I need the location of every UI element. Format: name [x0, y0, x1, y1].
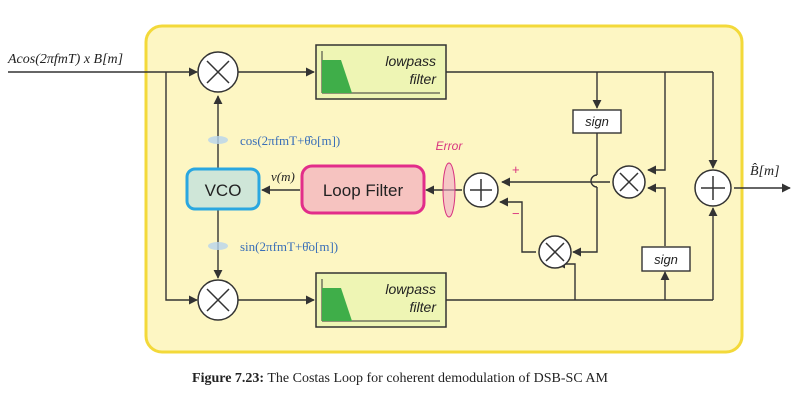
- lowpass-response-icon: [322, 288, 352, 321]
- figure-caption: Figure 7.23: The Costas Loop for coheren…: [192, 371, 609, 386]
- input-label: Acos(2πfmT) x B[m]: [7, 52, 123, 67]
- multiplier-lower: [538, 235, 572, 269]
- error-label: Error: [436, 139, 464, 153]
- sign-bottom-label: sign: [654, 252, 678, 267]
- mixer-bottom: [197, 279, 239, 321]
- sign-block-top: [572, 109, 622, 134]
- cos-label: cos(2πfmT+θ̂o[m]): [240, 133, 340, 148]
- lowpass-bottom-line1: lowpass: [385, 281, 436, 297]
- lowpass-filter-top: [315, 44, 447, 100]
- sign-top-label: sign: [585, 114, 609, 129]
- vco-block: [185, 167, 261, 211]
- mixer-top: [197, 51, 239, 93]
- cos-probe-icon: [208, 136, 228, 144]
- loop-filter-label: Loop Filter: [323, 181, 404, 200]
- lowpass-response-icon: [322, 60, 352, 93]
- lowpass-bottom-line2: filter: [410, 299, 438, 315]
- caption-text: The Costas Loop for coherent demodulatio…: [264, 371, 608, 386]
- sin-label: sin(2πfmT+θ̂o[m]): [240, 239, 338, 254]
- sin-probe-icon: [208, 242, 228, 250]
- vco-label: VCO: [205, 181, 242, 200]
- vm-label: v(m): [271, 169, 295, 184]
- lowpass-top-line2: filter: [410, 71, 438, 87]
- error-probe-icon: [442, 162, 456, 218]
- plus-sign: +: [512, 162, 520, 177]
- sign-block-bottom: [641, 246, 691, 272]
- minus-sign: −: [512, 206, 520, 221]
- caption-number: Figure 7.23:: [192, 371, 264, 386]
- error-adder: [463, 172, 499, 208]
- lowpass-top-line1: lowpass: [385, 53, 436, 69]
- output-label: B̂[m]: [750, 163, 780, 179]
- loop-filter-block: [300, 164, 426, 215]
- output-adder: [694, 169, 732, 207]
- multiplier-upper: [612, 165, 646, 199]
- lowpass-filter-bottom: [315, 272, 447, 328]
